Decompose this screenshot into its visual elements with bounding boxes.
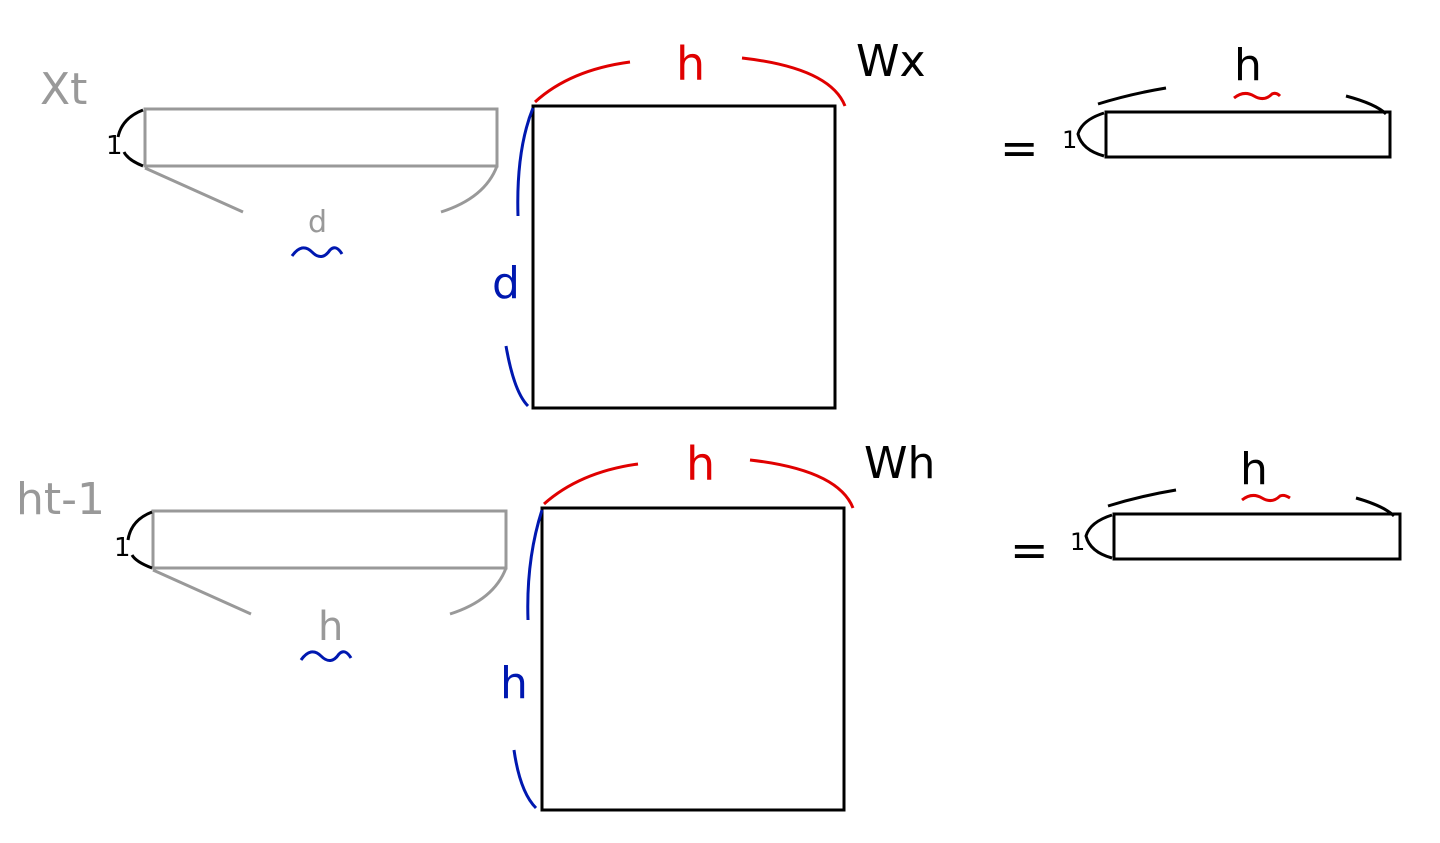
equals-sign: = xyxy=(1010,523,1049,577)
vector-length-label: h xyxy=(318,604,343,650)
vector-length-brace xyxy=(152,567,508,616)
result-top-brace xyxy=(1107,488,1396,518)
result-label: h xyxy=(1240,444,1268,495)
result-label: h xyxy=(1234,40,1262,91)
matrix-side-label: d xyxy=(492,258,520,309)
matrix-label: Wh xyxy=(864,438,935,489)
result-height-brace xyxy=(1076,111,1105,158)
result-height-marker: 1 xyxy=(1070,528,1085,556)
result-vector xyxy=(1112,512,1402,561)
matrix-top-brace xyxy=(533,56,847,107)
matrix-top-label: h xyxy=(676,37,705,91)
hidden-vector xyxy=(151,509,508,570)
matrix-top-label: h xyxy=(686,437,715,491)
matrix-top-brace xyxy=(543,458,855,509)
matrix-side-brace xyxy=(504,107,535,408)
vector-length-brace xyxy=(144,165,499,214)
result-label-underline xyxy=(1233,91,1282,101)
vector-length-underline xyxy=(299,650,353,662)
result-top-brace xyxy=(1097,86,1388,116)
vector-length-underline xyxy=(290,246,344,258)
vector-label: ht-1 xyxy=(16,474,105,525)
matrix-label: Wx xyxy=(856,36,926,87)
matrix-side-label: h xyxy=(500,658,528,709)
equals-sign: = xyxy=(1000,121,1039,175)
vector-height-brace xyxy=(126,510,153,570)
vector-height-marker: 1 xyxy=(106,131,123,161)
result-height-marker: 1 xyxy=(1062,126,1077,154)
weight-matrix xyxy=(540,506,846,812)
weight-matrix xyxy=(531,104,837,410)
result-height-brace xyxy=(1084,513,1113,560)
matrix-side-brace xyxy=(512,509,544,810)
vector-label: Xt xyxy=(40,64,87,115)
input-vector xyxy=(143,107,499,168)
result-label-underline xyxy=(1241,493,1291,503)
vector-height-brace xyxy=(116,108,144,168)
vector-height-marker: 1 xyxy=(114,533,131,563)
row-input: Xt 1 d h d Wx = 1 h xyxy=(40,36,1392,410)
vector-length-label: d xyxy=(308,205,327,240)
row-hidden: ht-1 1 h h h Wh = 1 h xyxy=(16,437,1402,812)
result-vector xyxy=(1104,110,1392,159)
